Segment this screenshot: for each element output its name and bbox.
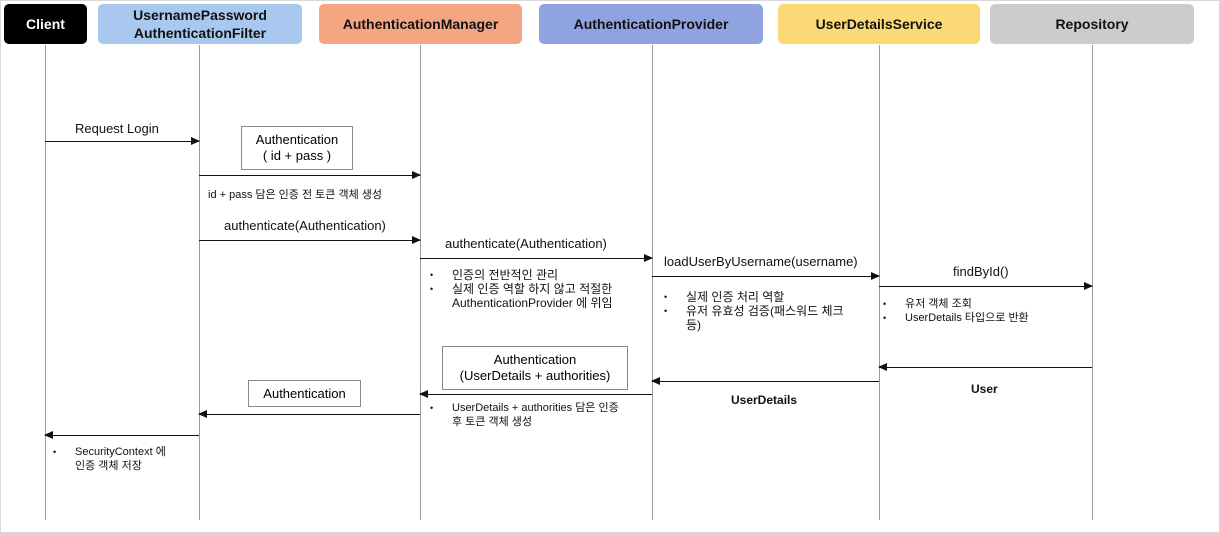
participant-label: UsernamePassword AuthenticationFilter bbox=[133, 7, 267, 41]
filter-to-client-arrow bbox=[44, 431, 199, 439]
manager-note-item: 실제 인증 역할 하지 않고 적절한 AuthenticationProvide… bbox=[430, 282, 645, 310]
participant-label: UserDetailsService bbox=[815, 16, 943, 32]
find-by-id-arrow bbox=[879, 282, 1093, 290]
manager-note-item: 인증의 전반적인 관리 bbox=[430, 268, 645, 282]
load-user-arrow bbox=[652, 272, 880, 280]
uds-note-item: UserDetails 타입으로 반환 bbox=[883, 311, 1083, 325]
userdetails-return-arrow bbox=[651, 377, 879, 385]
provider-note-item: 실제 인증 처리 역할 bbox=[664, 290, 869, 304]
auth-result-box-label: Authentication (UserDetails + authoritie… bbox=[459, 352, 611, 383]
participant-label: Repository bbox=[1055, 16, 1129, 32]
provider-lifeline bbox=[652, 45, 653, 520]
manager-notes: 인증의 전반적인 관리 실제 인증 역할 하지 않고 적절한 Authentic… bbox=[430, 268, 645, 310]
userdetails-return-label: UserDetails bbox=[731, 393, 798, 407]
manager-to-filter-arrow bbox=[198, 410, 420, 418]
participant-manager: AuthenticationManager bbox=[319, 4, 522, 44]
client-note-item: SecurityContext 에 인증 객체 저장 bbox=[53, 445, 193, 473]
uds-notes: 유저 객체 조회 UserDetails 타입으로 반환 bbox=[883, 297, 1083, 325]
authenticate-label-1: authenticate(Authentication) bbox=[224, 218, 386, 233]
authenticate-arrow-2 bbox=[420, 254, 653, 262]
client-lifeline bbox=[45, 45, 46, 520]
filter-to-manager-token-arrow bbox=[199, 171, 421, 179]
provider-notes: 실제 인증 처리 역할 유저 유효성 검증(패스워드 체크 등) bbox=[664, 290, 869, 332]
participant-label: AuthenticationManager bbox=[342, 16, 499, 32]
client-notes: SecurityContext 에 인증 객체 저장 bbox=[53, 445, 193, 473]
find-by-id-label: findById() bbox=[953, 264, 1009, 279]
manager-return-note-item: UserDetails + authorities 담은 인증 후 토큰 객체 … bbox=[430, 401, 648, 429]
manager-return-notes: UserDetails + authorities 담은 인증 후 토큰 객체 … bbox=[430, 401, 648, 429]
participant-label: Client bbox=[26, 16, 65, 32]
token-creation-note: id + pass 담은 인증 전 토큰 객체 생성 bbox=[208, 189, 382, 201]
auth-token-box-label: Authentication ( id + pass ) bbox=[255, 132, 339, 163]
auth-return-box-label: Authentication bbox=[263, 385, 346, 401]
request-login-label: Request Login bbox=[75, 121, 159, 136]
user-return-label: User bbox=[971, 382, 998, 396]
provider-to-manager-arrow bbox=[419, 390, 652, 398]
provider-note-item: 유저 유효성 검증(패스워드 체크 등) bbox=[664, 304, 869, 332]
authenticate-arrow-1 bbox=[199, 236, 421, 244]
uds-note-item: 유저 객체 조회 bbox=[883, 297, 1083, 311]
authenticate-label-2: authenticate(Authentication) bbox=[445, 236, 607, 251]
auth-token-box: Authentication ( id + pass ) bbox=[241, 126, 353, 170]
participant-client: Client bbox=[4, 4, 87, 44]
user-return-arrow bbox=[878, 363, 1092, 371]
auth-return-box: Authentication bbox=[248, 380, 361, 407]
request-login-arrow bbox=[45, 137, 200, 145]
filter-lifeline bbox=[199, 45, 200, 520]
participant-label: AuthenticationProvider bbox=[573, 16, 729, 32]
participant-userdetailsservice: UserDetailsService bbox=[778, 4, 980, 44]
uds-lifeline bbox=[879, 45, 880, 520]
participant-filter: UsernamePassword AuthenticationFilter bbox=[98, 4, 302, 44]
participant-provider: AuthenticationProvider bbox=[539, 4, 763, 44]
participant-repository: Repository bbox=[990, 4, 1194, 44]
manager-lifeline bbox=[420, 45, 421, 520]
auth-result-box: Authentication (UserDetails + authoritie… bbox=[442, 346, 628, 390]
load-user-label: loadUserByUsername(username) bbox=[664, 254, 858, 269]
